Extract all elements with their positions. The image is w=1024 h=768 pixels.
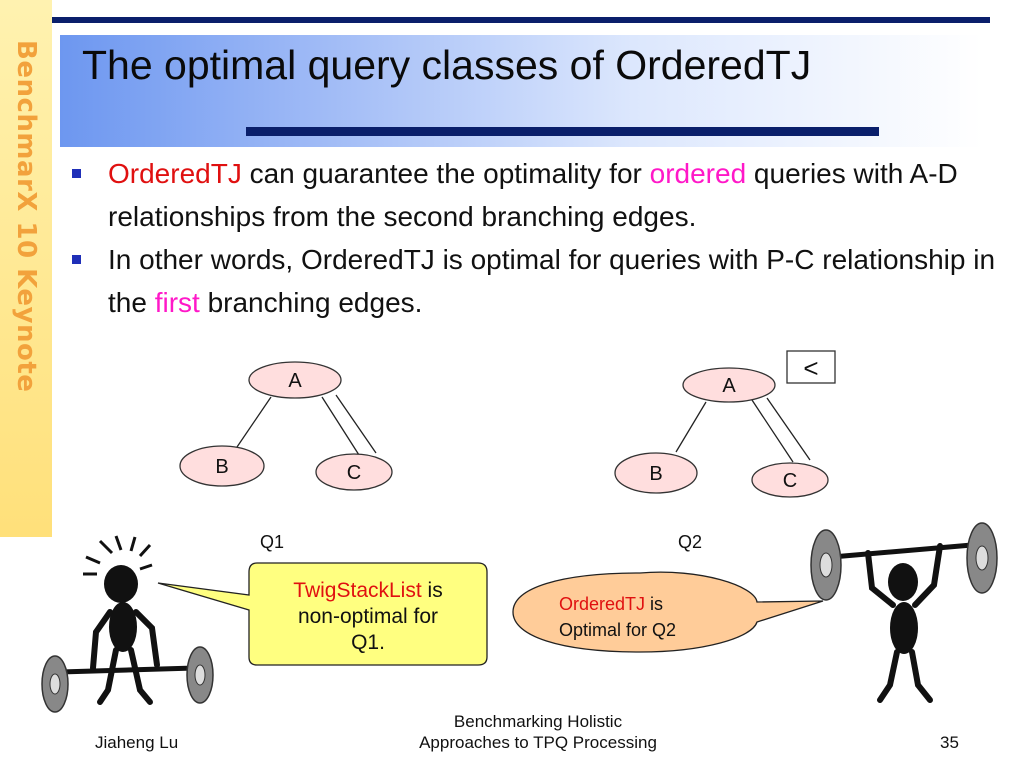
title-underline	[246, 127, 879, 136]
top-rule	[52, 17, 990, 23]
bullet-item-1: OrderedTJ can guarantee the optimality f…	[70, 152, 1020, 238]
q2-order-box	[786, 350, 836, 384]
strong-lifter-figure	[810, 522, 998, 703]
callout1-twigstacklist: TwigStackList	[293, 579, 422, 602]
callout-orderedtj	[512, 571, 824, 653]
q1-node-b	[179, 445, 265, 487]
bullet1-text-a: can guarantee the optimality for	[241, 158, 650, 189]
bullet-square-icon	[72, 255, 81, 264]
q2-node-c	[751, 462, 829, 498]
q1-edge-ac-1	[321, 396, 360, 456]
callout2-orderedtj: OrderedTJ	[559, 594, 646, 614]
footer-title: Benchmarking Holistic Approaches to TPQ …	[380, 711, 696, 753]
footer-title-line2: Approaches to TPQ Processing	[419, 733, 657, 752]
callout1-line2: non-optimal for	[297, 605, 439, 628]
bullet2-text-b: branching edges.	[199, 287, 423, 318]
q2-label: Q2	[678, 532, 702, 552]
struggling-lifter-figure	[41, 535, 214, 713]
callout1-is: is	[421, 579, 443, 602]
q1-node-a	[248, 361, 342, 399]
callout1-text: TwigStackList is non-optimal for Q1.	[257, 578, 479, 656]
callout1-line3: Q1.	[351, 631, 385, 654]
q2-node-c-label: C	[783, 470, 797, 492]
page-number: 35	[940, 733, 959, 752]
bullet1-ordered: ordered	[649, 158, 747, 189]
q1-node-c	[315, 453, 393, 491]
q2-edge-ac-1	[751, 399, 794, 463]
bullet2-text-a: In other words, OrderedTJ is optimal for…	[108, 244, 996, 318]
bullet-square-icon	[72, 169, 81, 178]
q1-edge-ac-2	[335, 394, 377, 454]
callout2-text: OrderedTJ is Optimal for Q2	[559, 591, 759, 643]
bullet-list: OrderedTJ can guarantee the optimality f…	[70, 152, 1020, 324]
footer-author: Jiaheng Lu	[95, 733, 179, 752]
q2-node-a	[682, 367, 776, 403]
q1-tree: A B C Q1	[179, 361, 393, 552]
bullet1-text-b: queries with A-D relationships from the …	[108, 158, 958, 232]
q2-order-symbol: <	[803, 353, 818, 383]
footer-title-line1: Benchmarking Holistic	[453, 712, 623, 731]
q2-node-b-label: B	[649, 463, 662, 485]
slide-title: The optimal query classes of OrderedTJ	[82, 42, 812, 88]
bullet2-first: first	[154, 287, 200, 318]
q2-node-b	[614, 452, 698, 494]
q1-edge-ab	[236, 396, 272, 448]
sidebar-keynote-text: BenchmarX 10 Keynote	[11, 40, 41, 393]
callout2-is: is	[645, 594, 664, 614]
q2-edge-ac-2	[766, 397, 811, 461]
bullet-item-2: In other words, OrderedTJ is optimal for…	[70, 238, 1020, 324]
q2-edge-ab	[675, 401, 707, 453]
q1-node-a-label: A	[288, 370, 302, 392]
q1-label: Q1	[260, 532, 284, 552]
q1-node-b-label: B	[215, 456, 228, 478]
q2-tree: A B C < Q2	[614, 350, 836, 552]
q1-node-c-label: C	[347, 462, 361, 484]
q2-node-a-label: A	[722, 375, 736, 397]
bullet1-orderedtj: OrderedTJ	[108, 158, 242, 189]
callout2-line2: Optimal for Q2	[559, 620, 677, 640]
callout-twigstacklist	[157, 562, 488, 666]
sidebar-band	[0, 0, 52, 537]
